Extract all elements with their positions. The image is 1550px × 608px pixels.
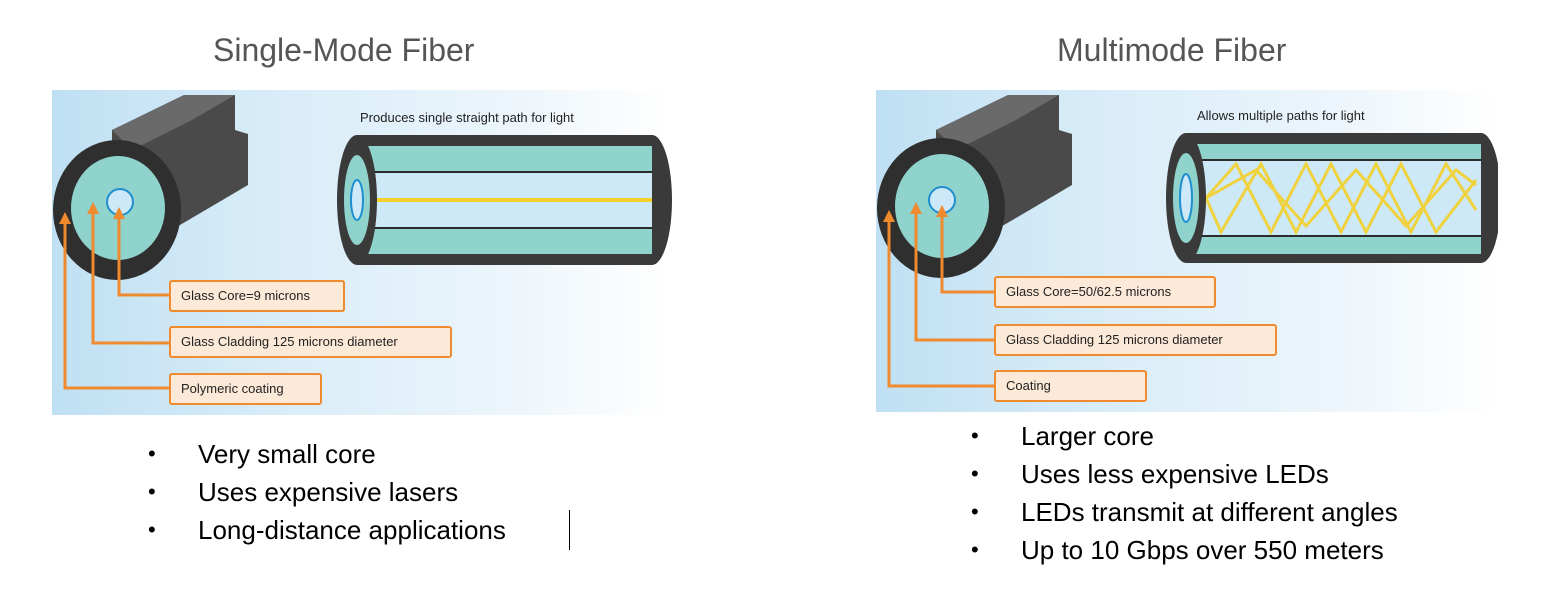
bullet-item: Uses less expensive LEDs (971, 455, 1398, 493)
bullet-item: Up to 10 Gbps over 550 meters (971, 531, 1398, 569)
bullet-item: Larger core (971, 417, 1398, 455)
leader-arrowheads (883, 202, 948, 222)
bullet-item: LEDs transmit at different angles (971, 493, 1398, 531)
multimode-bullets: Larger core Uses less expensive LEDs LED… (971, 417, 1398, 569)
single-mode-bullets: Very small core Uses expensive lasers Lo… (148, 435, 506, 549)
leader-core (940, 213, 994, 294)
tube-caption: Produces single straight path for light (360, 110, 574, 125)
multimode-title: Multimode Fiber (1057, 32, 1287, 68)
light-path-b (1204, 160, 1478, 236)
light-paths (1204, 160, 1478, 236)
callout-glass-cladding: Glass Cladding 125 microns diameter (994, 324, 1277, 356)
arrow-core (113, 207, 125, 219)
arrow-cladding (910, 202, 922, 214)
leader-arrowheads (59, 202, 125, 224)
callout-coating: Coating (994, 370, 1147, 402)
bullet-item: Uses expensive lasers (148, 473, 506, 511)
bullet-item: Long-distance applications (148, 511, 506, 549)
leader-lines (63, 210, 169, 390)
callout-glass-cladding: Glass Cladding 125 microns diameter (169, 326, 452, 358)
callout-glass-core: Glass Core=50/62.5 microns (994, 276, 1216, 308)
single-mode-diagram: Produces single straight path for light … (52, 90, 672, 415)
arrow-coating (59, 212, 71, 224)
arrow-cladding (87, 202, 99, 214)
tube-front-core (1179, 173, 1193, 223)
leader-cladding (91, 210, 169, 345)
single-mode-title: Single-Mode Fiber (213, 32, 475, 68)
bullet-item: Very small core (148, 435, 506, 473)
leader-coating (887, 218, 994, 388)
text-cursor (569, 510, 570, 550)
light-path-c (1205, 167, 1477, 229)
tube-front-core (350, 179, 364, 221)
leader-lines (887, 210, 994, 388)
arrow-coating (883, 210, 895, 222)
callout-glass-core: Glass Core=9 microns (169, 280, 345, 312)
multimode-diagram-graphic (877, 95, 1498, 388)
callout-coating: Polymeric coating (169, 373, 322, 405)
cable-jacket-top (936, 95, 1059, 150)
leader-cladding (914, 210, 994, 342)
arrow-core (936, 205, 948, 217)
leader-coating (63, 220, 169, 390)
tube-caption: Allows multiple paths for light (1197, 108, 1365, 123)
leader-core (117, 215, 169, 297)
multimode-diagram: Allows multiple paths for light Glass Co… (876, 90, 1498, 412)
single-mode-diagram-graphic (53, 95, 672, 390)
cable-jacket-top (112, 95, 235, 150)
